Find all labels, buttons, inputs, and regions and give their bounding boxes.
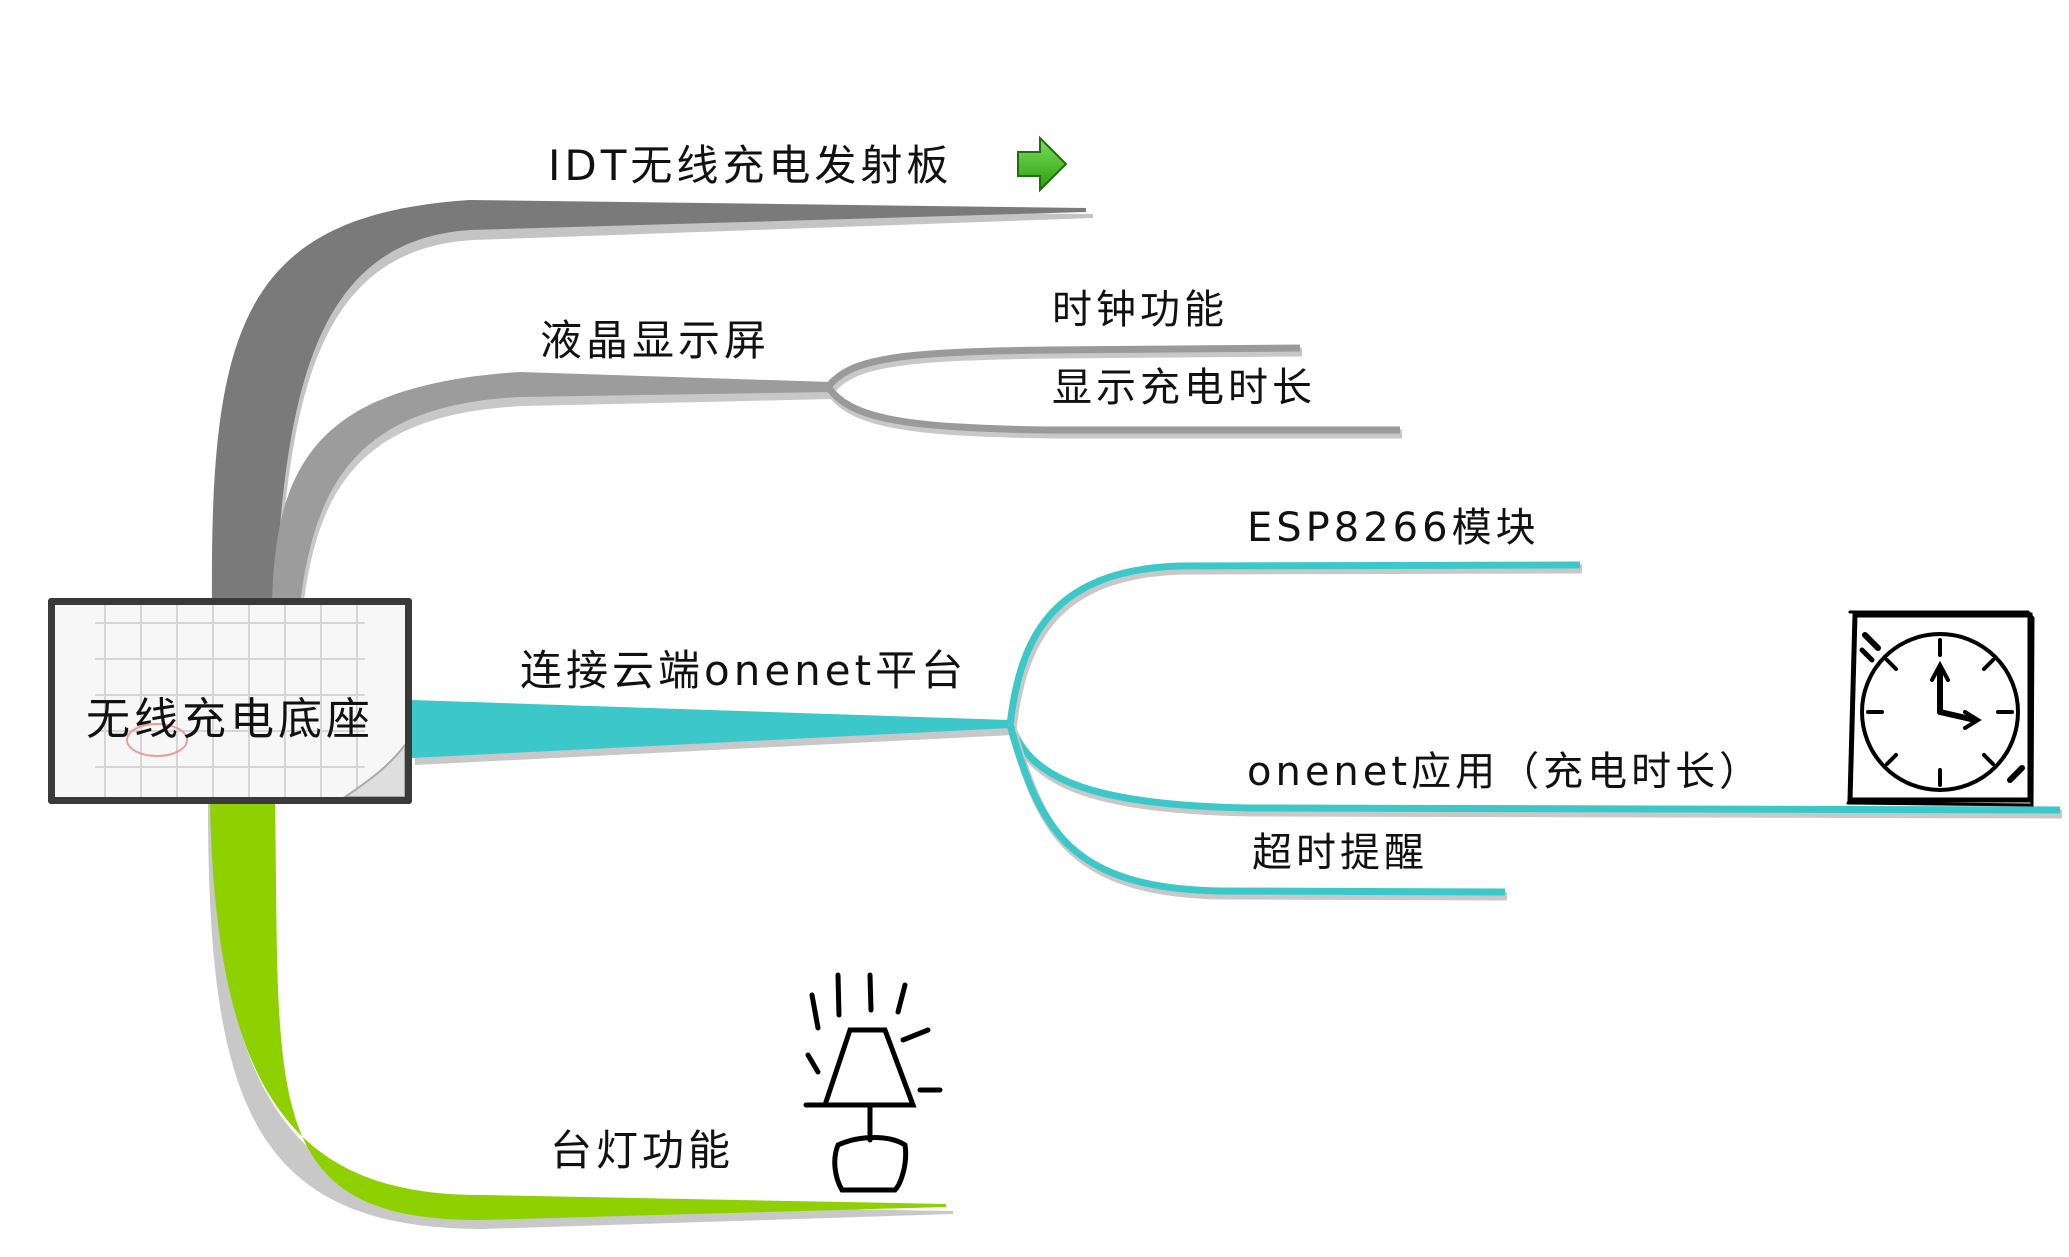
central-topic-label: 无线充电底座 [86, 694, 374, 745]
branch-connector-lcd [272, 344, 1402, 609]
green-arrow-icon [1017, 135, 1068, 193]
branch-shape-onenet [412, 700, 1010, 758]
branch-label-onenet[interactable]: 连接云端onenet平台 [520, 646, 968, 695]
desk-lamp-icon [803, 972, 943, 1193]
grid-paper-background [95, 605, 405, 797]
branch-label-lamp[interactable]: 台灯功能 [550, 1126, 735, 1175]
subtopic-show-charge-time[interactable]: 显示充电时长 [1052, 365, 1316, 411]
subtopic-esp8266[interactable]: ESP8266模块 [1247, 505, 1540, 551]
subtopic-clock-function[interactable]: 时钟功能 [1052, 287, 1228, 333]
subtopic-timeout-alert[interactable]: 超时提醒 [1252, 830, 1428, 876]
branch-label-idt[interactable]: IDT无线充电发射板 [548, 141, 953, 190]
central-topic-card: 无线充电底座 [55, 605, 405, 797]
branch-shape-lcd [272, 372, 830, 605]
central-topic-node[interactable]: 无线充电底座 [48, 598, 412, 804]
subtopic-onenet-app[interactable]: onenet应用（充电时长） [1247, 749, 1764, 795]
branch-connector-onenet [412, 561, 2063, 901]
branch-connector-idt [211, 200, 1093, 609]
branch-label-lcd[interactable]: 液晶显示屏 [540, 316, 771, 365]
clock-icon [1846, 610, 2035, 807]
